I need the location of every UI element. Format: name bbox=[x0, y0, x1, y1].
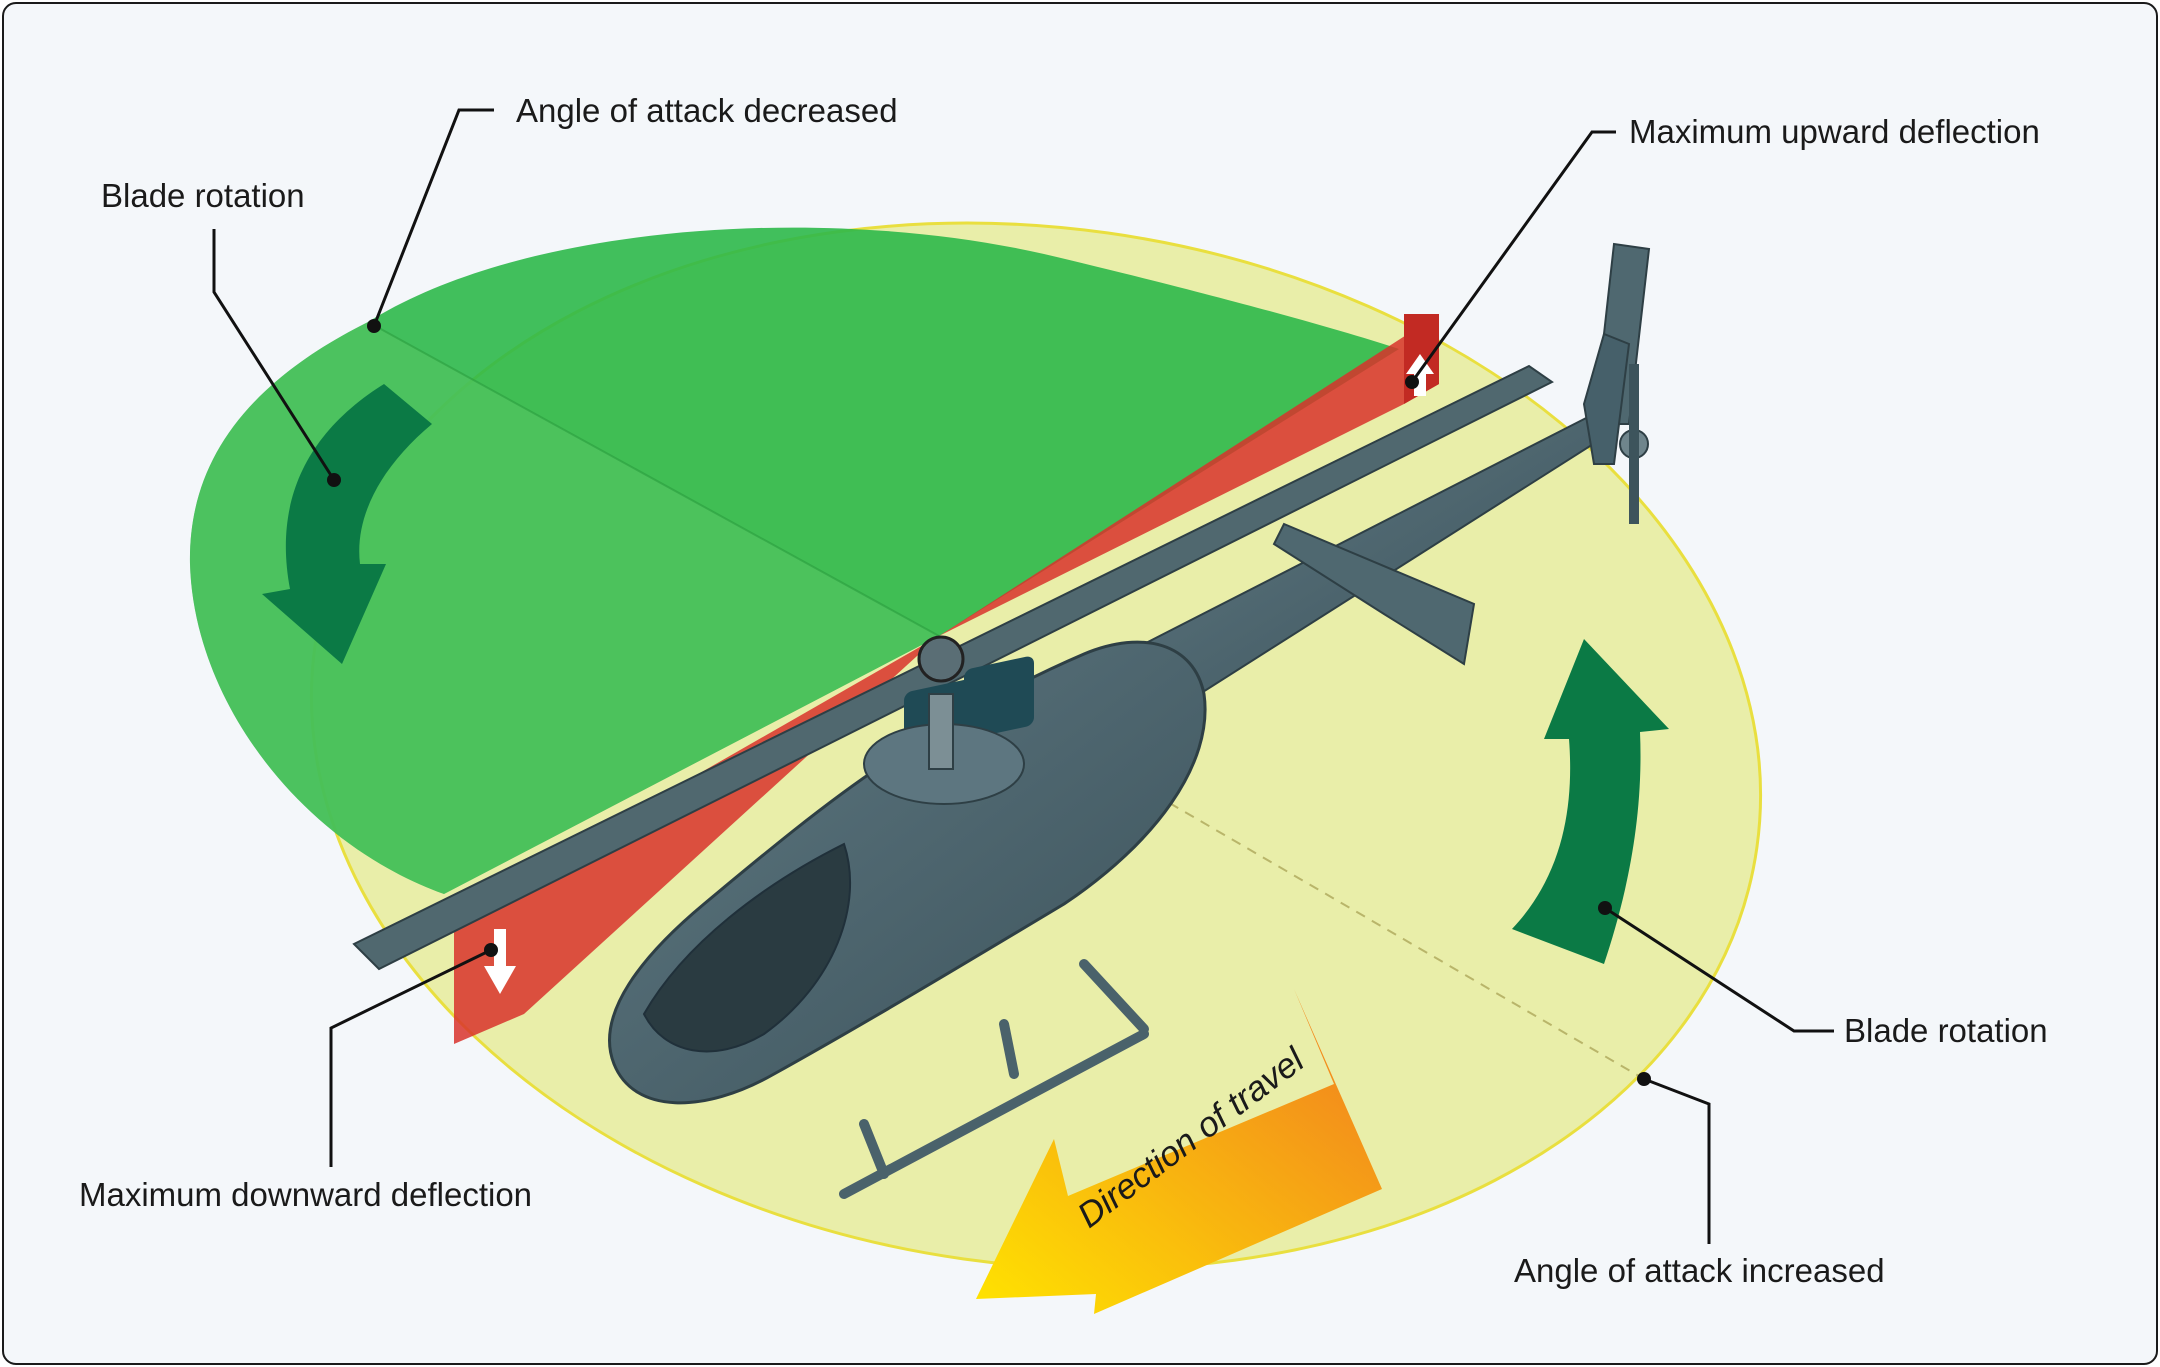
up-deflection-arrow-icon bbox=[1406, 354, 1434, 396]
label-blade-rotation-left: Blade rotation bbox=[101, 177, 305, 214]
leader-blade-rotation-right bbox=[1598, 901, 1834, 1033]
leader-max-upward bbox=[1405, 130, 1616, 389]
rotation-arrow-icon bbox=[1512, 639, 1669, 964]
landing-skids bbox=[839, 1019, 1149, 1199]
down-deflection-arrow-icon bbox=[484, 929, 516, 994]
travel-arrow-icon bbox=[976, 989, 1382, 1314]
leader-angle-decreased bbox=[367, 108, 494, 333]
label-max-downward: Maximum downward deflection bbox=[79, 1176, 533, 1213]
label-max-upward: Maximum upward deflection bbox=[1629, 113, 2040, 150]
rotation-arrow-icon bbox=[262, 384, 432, 664]
label-angle-decreased: Angle of attack decreased bbox=[516, 92, 898, 129]
rotor-hub bbox=[917, 635, 965, 683]
label-blade-rotation-right: Blade rotation bbox=[1844, 1012, 2048, 1049]
leader-blade-rotation-left bbox=[212, 229, 341, 487]
leader-angle-increased bbox=[1637, 1072, 1711, 1244]
rotor-disc-diagram: Direction of travel bbox=[189, 108, 1834, 1314]
leader-max-downward bbox=[329, 943, 498, 1167]
horizontal-stabilizer bbox=[1272, 522, 1476, 666]
label-angle-increased: Angle of attack increased bbox=[1514, 1252, 1885, 1289]
upward-deflection-plane bbox=[939, 314, 1439, 636]
